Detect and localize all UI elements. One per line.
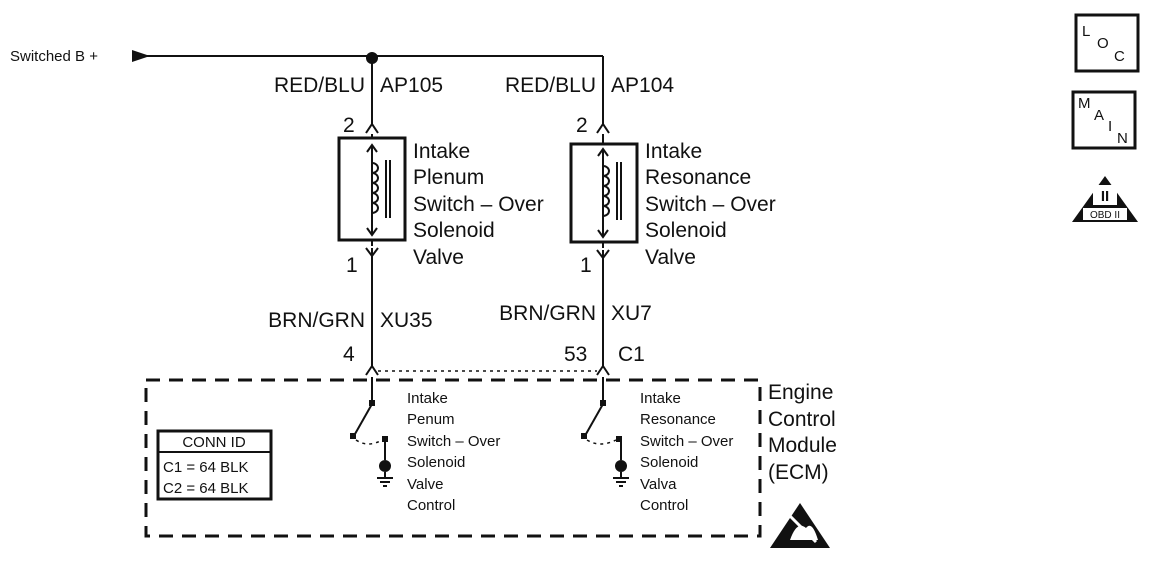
right-ecm-control-line-2: Resonance — [640, 411, 716, 428]
esd-warning-icon — [770, 503, 830, 548]
right-solenoid-coil-icon — [597, 147, 622, 239]
left-ecm-pin: 4 — [343, 343, 355, 366]
left-ecm-control-line-5: Valve — [407, 476, 443, 493]
left-solenoid-line-4: Solenoid — [413, 219, 495, 242]
right-ecm-control-line-6: Control — [640, 497, 688, 514]
main-letter-i: I — [1108, 118, 1112, 135]
right-solenoid-line-1: Intake — [645, 140, 702, 163]
left-ecm-control-line-4: Solenoid — [407, 454, 465, 471]
obd-ii-numeral: II — [1101, 188, 1109, 205]
right-solenoid — [569, 134, 639, 248]
ecm-label-line-2: Control — [768, 408, 836, 431]
left-upper-circuit: AP105 — [380, 74, 443, 97]
conn-id-table — [156, 429, 273, 501]
left-solenoid-line-2: Plenum — [413, 166, 484, 189]
right-ecm-control-line-5: Valva — [640, 476, 677, 493]
right-upper-circuit: AP104 — [611, 74, 674, 97]
right-upper-pin: 2 — [576, 114, 588, 137]
main-letter-n: N — [1117, 130, 1128, 147]
right-upper-wire-color: RED/BLU — [505, 74, 596, 97]
right-ecm-pin: 53 — [564, 343, 587, 366]
left-solenoid-line-1: Intake — [413, 140, 470, 163]
right-lower-pin: 1 — [580, 254, 592, 277]
right-lower-circuit: XU7 — [611, 302, 652, 325]
left-lower-wire-color: BRN/GRN — [268, 309, 365, 332]
left-solenoid-line-3: Switch – Over — [413, 193, 544, 216]
left-lower-circuit: XU35 — [380, 309, 433, 332]
ecm-label-line-1: Engine — [768, 381, 833, 404]
left-ecm-driver-switch-icon — [350, 377, 393, 487]
left-upper-wire-color: RED/BLU — [274, 74, 365, 97]
right-ecm-driver-switch-icon — [581, 377, 629, 487]
right-solenoid-line-2: Resonance — [645, 166, 751, 189]
obd-ii-badge[interactable]: II OBD II — [1072, 176, 1138, 222]
conn-id-row-2: C2 = 64 BLK — [163, 480, 248, 497]
left-ecm-control-line-6: Control — [407, 497, 455, 514]
right-solenoid-line-5: Valve — [645, 246, 696, 269]
main-letter-m: M — [1078, 95, 1091, 112]
right-ecm-control-line-3: Switch – Over — [640, 433, 733, 450]
ecm-label-line-3: Module — [768, 434, 837, 457]
obd-ii-label: OBD II — [1090, 210, 1120, 221]
loc-button[interactable]: L O C — [1074, 13, 1140, 73]
loc-letter-c: C — [1114, 48, 1125, 65]
conn-id-title: CONN ID — [182, 434, 246, 451]
left-upper-terminal-icon — [365, 122, 379, 134]
right-lower-wire-color: BRN/GRN — [499, 302, 596, 325]
right-solenoid-line-3: Switch – Over — [645, 193, 776, 216]
left-ecm-terminal-icon — [365, 364, 379, 376]
ecm-label-line-4: (ECM) — [768, 461, 829, 484]
left-ecm-control-line-1: Intake — [407, 390, 448, 407]
left-lower-pin: 1 — [346, 254, 358, 277]
main-letter-a: A — [1094, 107, 1104, 124]
splice-dot — [366, 52, 378, 64]
loc-letter-o: O — [1097, 35, 1109, 52]
left-ecm-control-line-3: Switch – Over — [407, 433, 500, 450]
right-ecm-control-line-4: Solenoid — [640, 454, 698, 471]
right-ecm-connector: C1 — [618, 343, 645, 366]
right-ecm-control-line-1: Intake — [640, 390, 681, 407]
switched-b-plus-label: Switched B + — [10, 48, 98, 65]
right-ecm-terminal-icon — [596, 364, 610, 376]
main-button[interactable]: M A I N — [1071, 90, 1137, 150]
left-solenoid-line-5: Valve — [413, 246, 464, 269]
left-upper-pin: 2 — [343, 114, 355, 137]
right-upper-terminal-icon — [596, 122, 610, 134]
right-solenoid-line-4: Solenoid — [645, 219, 727, 242]
left-solenoid — [337, 134, 407, 246]
loc-letter-l: L — [1082, 23, 1090, 40]
conn-id-row-1: C1 = 64 BLK — [163, 459, 248, 476]
ecm-boundary — [144, 378, 762, 538]
left-ecm-control-line-2: Penum — [407, 411, 455, 428]
left-solenoid-coil-icon — [366, 143, 391, 237]
